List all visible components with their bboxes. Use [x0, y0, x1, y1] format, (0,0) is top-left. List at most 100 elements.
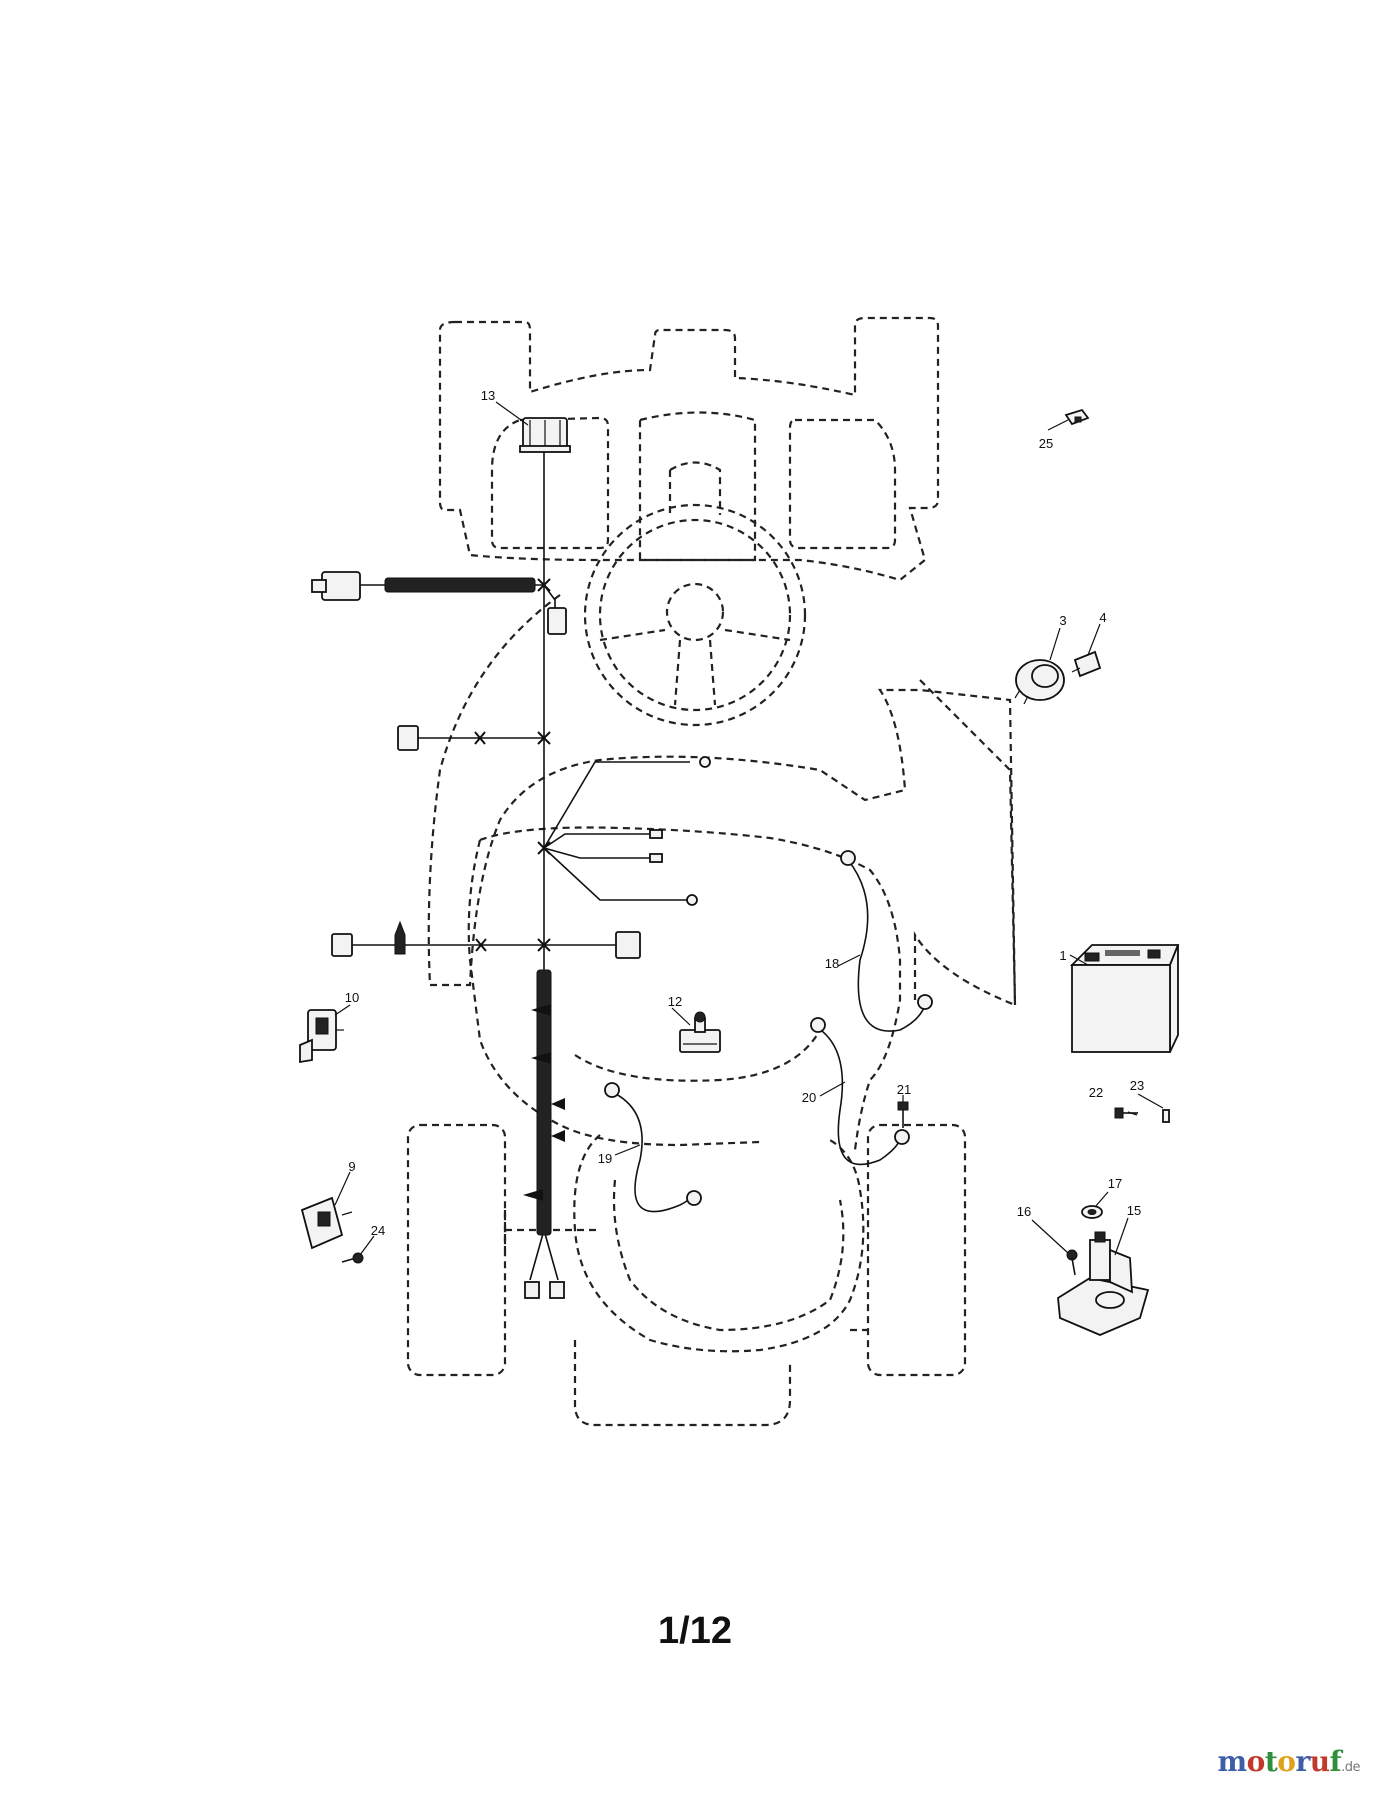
callout-3: 3	[1059, 613, 1066, 628]
callout-9: 9	[348, 1159, 355, 1174]
callout-21: 21	[897, 1082, 911, 1097]
rear-hitch	[573, 1340, 792, 1427]
cable-20	[817, 1027, 901, 1166]
callout-23: 23	[1130, 1078, 1144, 1093]
rear-left-wheel	[406, 1123, 507, 1377]
tractor-outline	[406, 316, 1017, 1427]
watermark-letter: f	[1329, 1745, 1342, 1778]
seat-inner	[574, 1029, 821, 1082]
part-25-fuse	[1064, 408, 1090, 426]
watermark-letter: r	[1295, 1745, 1310, 1778]
callout-16: 16	[1017, 1204, 1031, 1219]
part-16-bolt	[1066, 1249, 1078, 1276]
part-3-ignition-switch	[1014, 659, 1065, 705]
callout-22: 22	[1089, 1085, 1103, 1100]
cable-20-end-bottom	[894, 1129, 910, 1145]
rear-right-wheel	[866, 1123, 967, 1377]
steering-spoke-bottom	[673, 639, 717, 706]
conduit-vertical	[536, 969, 552, 1236]
steering-column	[668, 461, 722, 515]
callout-15: 15	[1127, 1203, 1141, 1218]
part-23-nut	[1162, 1109, 1170, 1123]
left-headlight	[490, 416, 610, 550]
rear-deck	[573, 1134, 865, 1353]
conduit-top	[384, 577, 536, 593]
conduit-clips	[523, 1004, 565, 1201]
page-number: 1/12	[658, 1610, 732, 1652]
right-headlight	[788, 418, 897, 550]
part-1-battery	[1069, 944, 1180, 1053]
connector-right-3	[615, 931, 641, 959]
ring-terminal-1	[699, 756, 711, 768]
callout-19: 19	[598, 1151, 612, 1166]
callout-25: 25	[1039, 436, 1053, 451]
part-13-relay-block	[519, 417, 571, 453]
watermark-letter: o	[1246, 1745, 1266, 1778]
cable-18-end-top	[840, 850, 856, 866]
harness-bottom-split	[529, 1229, 559, 1281]
connector-front-left	[321, 571, 361, 601]
part-22-bolt	[1114, 1107, 1138, 1119]
callout-18: 18	[825, 956, 839, 971]
connector-left-3	[331, 933, 353, 957]
callout-12: 12	[668, 994, 682, 1009]
callout-24: 24	[371, 1223, 385, 1238]
wiring-harness	[311, 420, 711, 1299]
steering-spoke-right	[724, 628, 791, 642]
watermark-letter: t	[1264, 1745, 1278, 1778]
part-4-key	[1071, 650, 1102, 678]
connector-headlight	[547, 607, 567, 635]
watermark-letter: m	[1217, 1745, 1247, 1778]
watermark-logo: motoruf.de	[1217, 1745, 1360, 1778]
ring-terminal-2	[686, 894, 698, 906]
rear-deck-inner	[612, 1179, 845, 1332]
part-10-switch	[299, 1009, 344, 1064]
cable-18-end-bottom	[917, 994, 933, 1010]
spade-terminal-2	[649, 853, 663, 863]
steering-hub	[665, 582, 725, 642]
harness-fan-4	[543, 847, 690, 901]
harness-fan-3	[543, 847, 650, 859]
leader-lines	[334, 401, 1164, 1256]
callout-labels: 1 3 4 9 10 12 13 15 16 17 18 19 20 21 22…	[345, 388, 1144, 1238]
steering-wheel-inner	[598, 518, 792, 712]
watermark-letter: u	[1309, 1745, 1330, 1778]
callout-4: 4	[1099, 610, 1106, 625]
harness-fan-2	[543, 833, 650, 849]
callout-17: 17	[1108, 1176, 1122, 1191]
callout-13: 13	[481, 388, 495, 403]
connector-diode	[394, 920, 406, 955]
part-15-solenoid	[1057, 1231, 1150, 1336]
body-outline	[427, 594, 1017, 1007]
part-12-pto-switch	[679, 1011, 721, 1053]
part-17-washer	[1081, 1205, 1103, 1219]
grille	[638, 411, 757, 562]
rear-frame	[503, 1210, 870, 1332]
callout-1: 1	[1059, 948, 1066, 963]
callout-20: 20	[802, 1090, 816, 1105]
steering-spoke-left	[599, 628, 666, 642]
seat-outline	[467, 826, 902, 1151]
part-24-screw	[341, 1252, 364, 1264]
part-9-brake-switch	[300, 1196, 353, 1250]
spade-terminal-1	[649, 829, 663, 839]
cable-19	[611, 1091, 693, 1213]
connector-pto	[524, 1281, 540, 1299]
watermark-letters: motoruf	[1217, 1745, 1341, 1778]
cable-20-end-top	[810, 1017, 826, 1033]
harness-fan-1	[543, 761, 690, 849]
battery-cables	[604, 850, 933, 1213]
connector-front-left-plug	[311, 579, 327, 593]
watermark-letter: o	[1277, 1745, 1296, 1778]
connector-left-2	[397, 725, 419, 751]
watermark-suffix: .de	[1341, 1760, 1360, 1775]
connector-seat	[549, 1281, 565, 1299]
steering-wheel-outer	[583, 503, 807, 727]
cable-19-end-top	[604, 1082, 620, 1098]
junction-marks	[474, 578, 551, 952]
callout-10: 10	[345, 990, 359, 1005]
cable-18	[847, 859, 926, 1032]
hood-outline	[438, 316, 940, 582]
cable-19-end-bottom	[686, 1190, 702, 1206]
